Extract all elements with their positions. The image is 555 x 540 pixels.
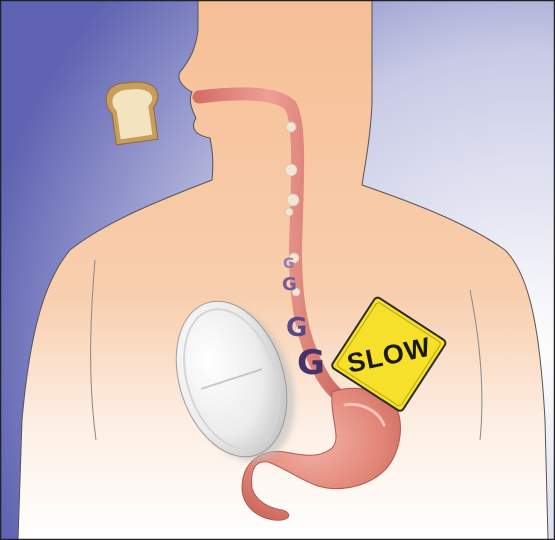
g-marker-3: G	[286, 313, 307, 343]
g-marker-4: G	[297, 343, 325, 383]
g-marker-2: G	[282, 274, 297, 295]
g-marker-1: G	[283, 256, 295, 272]
